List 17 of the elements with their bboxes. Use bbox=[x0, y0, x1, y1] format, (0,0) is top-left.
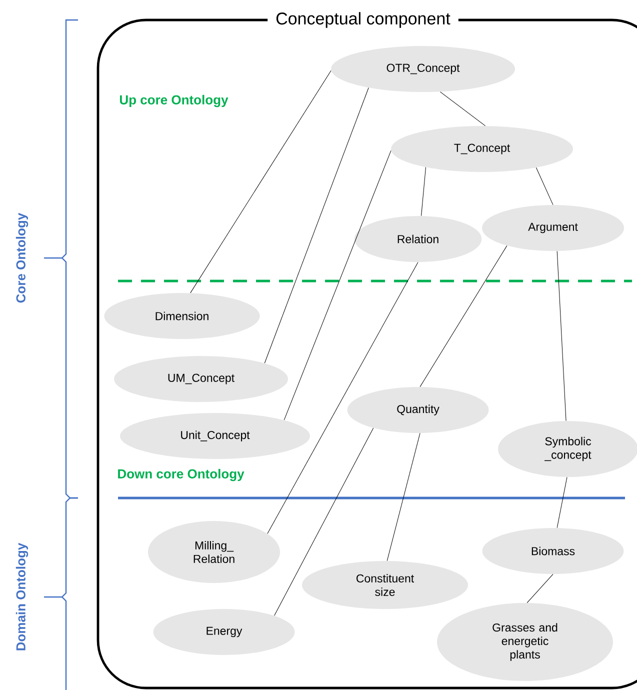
connector-line bbox=[526, 574, 554, 604]
connector-line bbox=[420, 245, 508, 388]
connector-line bbox=[264, 87, 369, 364]
connector-line bbox=[267, 262, 418, 534]
connector-line bbox=[421, 167, 426, 216]
connector-line bbox=[274, 428, 374, 616]
connector-line bbox=[284, 150, 392, 420]
connector-line bbox=[556, 250, 566, 422]
connector-line bbox=[440, 92, 486, 126]
connector-line bbox=[536, 167, 554, 206]
title: Conceptual component bbox=[268, 10, 458, 30]
bracket-label: Domain Ontology bbox=[16, 542, 28, 650]
section-label: Up core Ontology bbox=[120, 94, 228, 108]
connector-line bbox=[386, 432, 420, 562]
bracket-label: Core Ontology bbox=[16, 212, 28, 303]
connector-line bbox=[190, 70, 332, 294]
connector-line bbox=[556, 476, 568, 528]
